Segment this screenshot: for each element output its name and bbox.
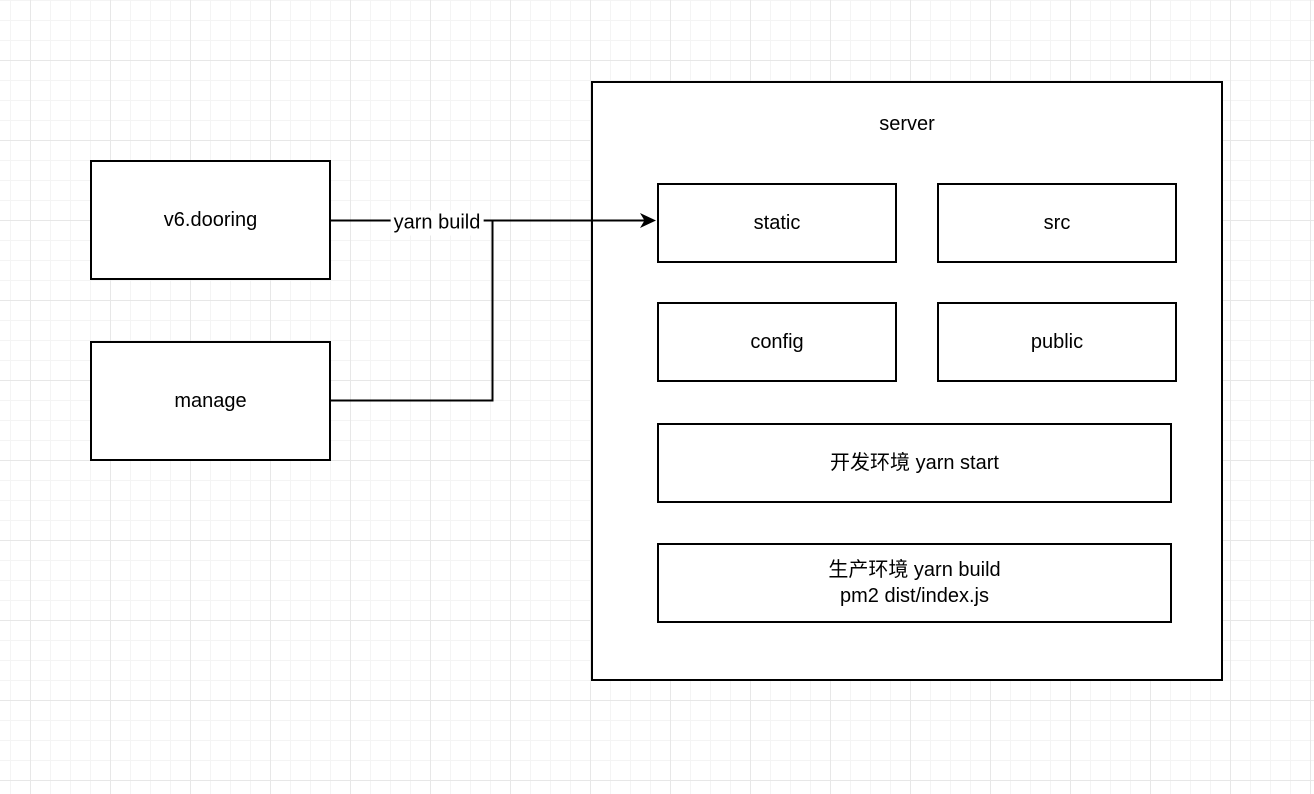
- node-v6-dooring: v6.dooring: [90, 160, 331, 280]
- node-config-label: config: [750, 331, 804, 353]
- node-manage: manage: [90, 341, 331, 461]
- node-dev-environment: 开发环境 yarn start: [657, 423, 1172, 503]
- node-server-container: server static src config public 开发环境 yar…: [591, 81, 1223, 681]
- node-server-label: server: [879, 113, 935, 135]
- edge-label-yarn-build: yarn build: [390, 210, 484, 236]
- node-static: static: [657, 183, 897, 263]
- node-public: public: [937, 302, 1177, 382]
- node-manage-label: manage: [174, 390, 247, 412]
- node-prod-environment: 生产环境 yarn build pm2 dist/index.js: [657, 543, 1172, 623]
- node-dev-environment-label: 开发环境 yarn start: [830, 452, 999, 474]
- node-prod-environment-label: 生产环境 yarn build pm2 dist/index.js: [828, 557, 1000, 609]
- node-prod-environment-line1: 生产环境 yarn build: [828, 559, 1001, 581]
- node-v6-dooring-label: v6.dooring: [163, 209, 258, 231]
- node-src: src: [937, 183, 1177, 263]
- connector-manage-to-build-line: [331, 220, 494, 402]
- node-prod-environment-line2: pm2 dist/index.js: [840, 585, 989, 607]
- node-src-label: src: [1043, 212, 1071, 234]
- node-config: config: [657, 302, 897, 382]
- node-public-label: public: [1030, 331, 1084, 353]
- node-static-label: static: [753, 212, 801, 234]
